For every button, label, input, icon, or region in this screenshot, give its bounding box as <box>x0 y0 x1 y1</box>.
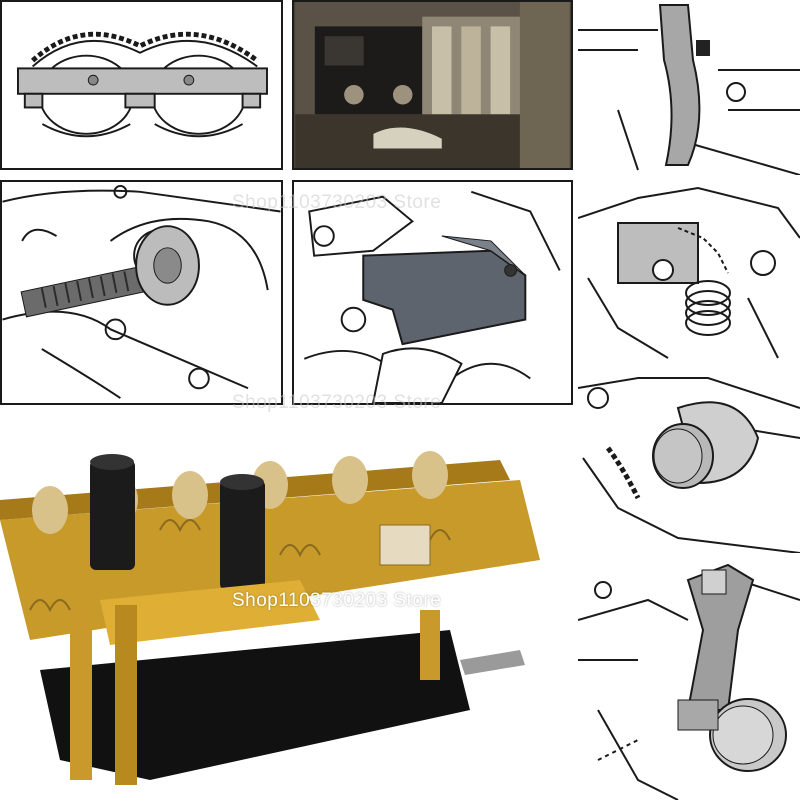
camshaft-mount-photo <box>0 410 578 800</box>
threaded-puller-panel <box>0 180 283 405</box>
l-bracket-tool-panel <box>292 180 573 405</box>
l-bracket-tool-icon <box>303 190 561 403</box>
camshaft-mount-photo-panel <box>0 410 578 800</box>
cam-plate-panel <box>578 0 800 175</box>
cap-plug-panel <box>578 368 800 553</box>
threaded-puller-icon <box>2 184 281 399</box>
crank-lever-icon <box>578 563 800 800</box>
camshaft-alignment-bar-icon <box>17 31 268 138</box>
crank-lever-panel <box>578 560 800 800</box>
camshaft-bar-panel <box>0 0 283 170</box>
chain-tensioner-panel <box>578 178 800 363</box>
cam-plate-icon <box>578 4 800 175</box>
cap-plug-icon <box>578 377 800 553</box>
chain-tensioner-icon <box>578 186 800 359</box>
cylinder-head-photo <box>295 2 570 168</box>
cylinder-head-photo-panel <box>292 0 573 170</box>
